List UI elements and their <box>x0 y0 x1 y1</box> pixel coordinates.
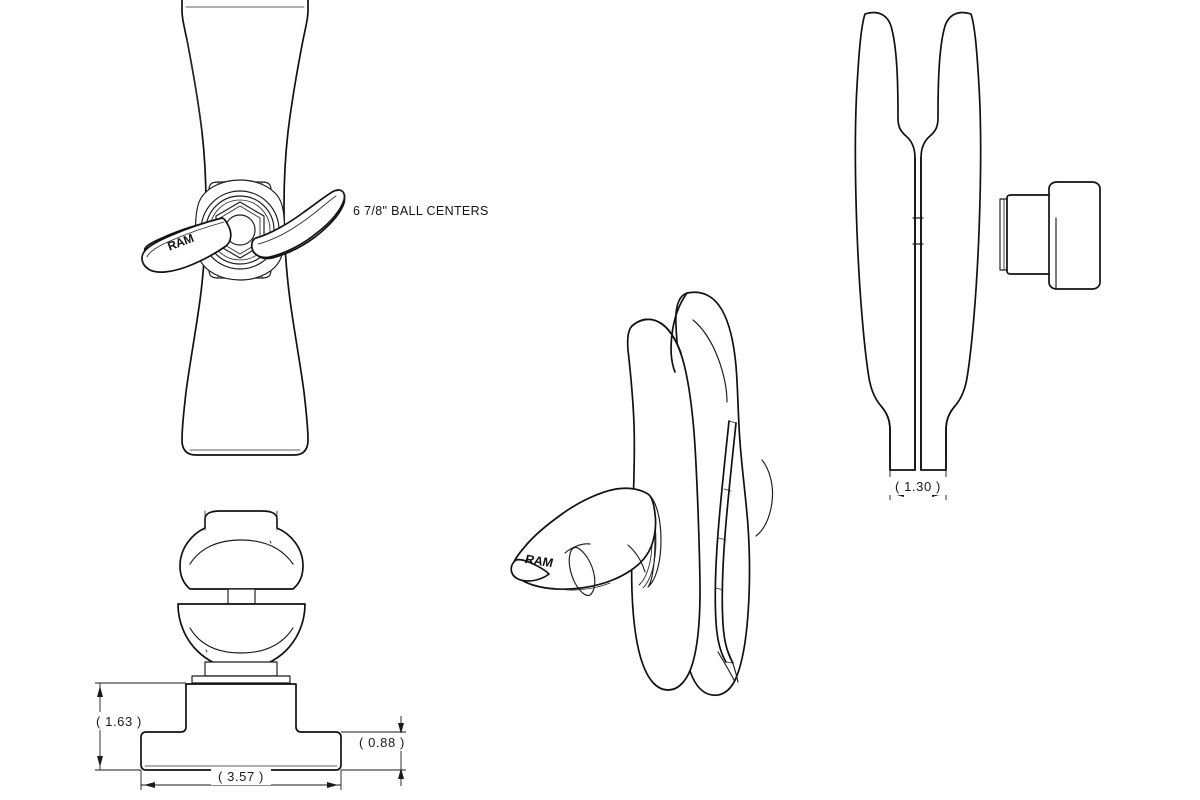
upper-ball-dome <box>179 510 304 590</box>
iso-seam-tick-1 <box>728 420 737 424</box>
iso-arm-front-half <box>626 318 701 691</box>
iso-seam-inner <box>721 422 737 664</box>
knob-wing-left-edge <box>146 221 225 258</box>
arrow-163-bottom <box>97 756 103 767</box>
iso-knob-tail <box>510 558 550 582</box>
view-top-left-arm-front: RAM 6 7/8" BALL CENTERS <box>141 0 489 456</box>
arrow-357-left <box>144 782 155 788</box>
base-washer <box>191 675 291 684</box>
dim-163-text-bg <box>90 712 148 730</box>
upper-ball-tick <box>269 540 272 544</box>
knob-wing-right-tip <box>335 190 346 202</box>
iso-seam-outer <box>714 420 730 663</box>
iso-knob-right-flank <box>627 544 646 573</box>
dim-357-text-bg <box>211 767 271 785</box>
iso-back-upper-contour <box>670 292 688 373</box>
iso-top-socket-curve <box>692 319 728 403</box>
iso-seam-tick-4 <box>715 587 724 591</box>
dim-130-text-bg <box>888 477 948 495</box>
iso-seam-tick-5 <box>725 661 734 664</box>
upper-ball-crescent <box>189 539 294 565</box>
iso-seam-tick-3 <box>718 537 727 541</box>
right-view-fork-right <box>945 405 956 471</box>
arrow-088-bottom <box>398 768 404 779</box>
ball-spacer <box>227 588 256 605</box>
dim-163-value: ( 1.63 ) <box>96 714 142 729</box>
knob-wing-right-blade <box>250 189 346 259</box>
dim-130-value: ( 1.30 ) <box>895 479 941 494</box>
arm-left-contour <box>186 39 203 133</box>
iso-knob-lower-contour <box>552 582 611 591</box>
ram-logo-iso-view: RAM <box>523 552 554 570</box>
iso-knob-crease-upper <box>564 543 591 554</box>
view-right-side-arm: ( 1.30 ) <box>854 11 1101 500</box>
lower-ball-crescent <box>189 627 294 654</box>
dim-088-text-bg <box>354 733 410 751</box>
knob-wing-left-tip <box>141 251 149 269</box>
arrow-088-top <box>398 723 404 734</box>
dim-088-value: ( 0.88 ) <box>359 735 405 750</box>
knob-wing-left-blade <box>141 217 232 273</box>
iso-seam-tick-2 <box>723 488 732 492</box>
knob-wing-right-edge <box>257 195 337 245</box>
dim-357-value: ( 3.57 ) <box>218 769 264 784</box>
ram-logo-iso-label: RAM <box>523 552 554 570</box>
lower-ball-tick <box>205 649 208 653</box>
right-view-knob-head <box>1048 181 1101 290</box>
view-bottom-left-ball-base: ( 1.63 ) ( 0.88 ) ( 3.57 ) <box>90 510 410 790</box>
right-view-knob-boss <box>999 198 1008 271</box>
ball-neck-collar <box>204 661 278 677</box>
ball-centers-note: 6 7/8" BALL CENTERS <box>353 204 489 218</box>
view-center-isometric: RAM <box>510 291 774 697</box>
base-t-shape <box>140 683 342 771</box>
iso-right-bulge <box>755 459 774 537</box>
right-view-knob-barrel <box>1006 194 1055 275</box>
iso-front-half-top-notch <box>631 318 682 354</box>
right-view-fork-left <box>880 405 891 471</box>
iso-bottom-notch <box>717 651 735 681</box>
arrow-357-right <box>327 782 338 788</box>
iso-knob-recess <box>568 546 596 596</box>
arrow-163-top <box>97 686 103 697</box>
